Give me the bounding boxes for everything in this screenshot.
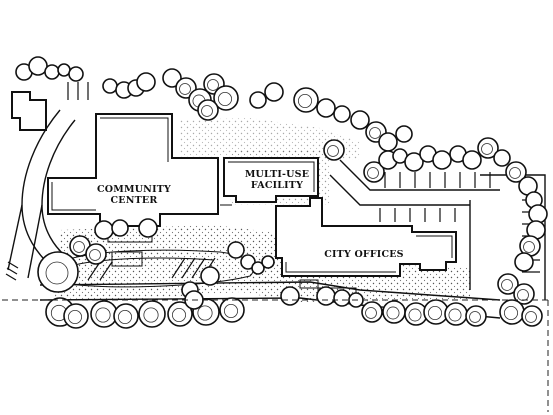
tree xyxy=(404,152,424,172)
tree-canopy-detail xyxy=(201,105,213,117)
tree xyxy=(63,303,89,329)
tree xyxy=(200,266,220,286)
community-center-building xyxy=(47,113,219,227)
tree-canopy-detail xyxy=(171,307,186,322)
tree xyxy=(167,301,193,327)
tree-canopy-detail xyxy=(448,308,462,322)
tree xyxy=(28,56,48,76)
community-center-label-line1: COMMUNITY xyxy=(97,184,171,195)
tree xyxy=(264,82,284,102)
tree xyxy=(462,150,482,170)
tree-canopy-detail xyxy=(73,241,85,253)
tree-canopy-detail xyxy=(408,308,422,322)
community-center-label-line2: CENTER xyxy=(111,195,158,206)
tree xyxy=(280,286,300,306)
tree xyxy=(261,255,275,269)
tree-canopy-detail xyxy=(143,307,159,323)
tree-canopy-detail xyxy=(217,92,232,107)
tree xyxy=(162,68,182,88)
tree xyxy=(251,261,265,275)
tree xyxy=(432,150,452,170)
tree-canopy-detail xyxy=(68,309,83,324)
city-offices-label: CITY OFFICES xyxy=(324,249,403,260)
tree-canopy-detail xyxy=(503,305,518,320)
tree-canopy-detail xyxy=(89,249,101,261)
tree xyxy=(138,300,166,328)
tree-canopy-detail xyxy=(179,83,191,95)
tree xyxy=(514,252,534,272)
tree xyxy=(333,289,351,307)
tree-canopy-detail xyxy=(207,79,219,91)
tree-canopy-detail xyxy=(369,127,381,139)
tree xyxy=(528,204,548,224)
tree xyxy=(219,297,245,323)
tree xyxy=(94,220,114,240)
tree xyxy=(350,110,370,130)
tree xyxy=(333,105,351,123)
tree xyxy=(213,85,239,111)
tree xyxy=(113,303,139,329)
tree xyxy=(361,301,383,323)
outbuilding xyxy=(11,91,47,131)
tree-canopy-detail xyxy=(509,167,521,179)
tree xyxy=(521,305,543,327)
tree xyxy=(85,243,107,265)
tree xyxy=(136,72,156,92)
tree xyxy=(57,63,71,77)
tree-canopy-detail xyxy=(297,94,312,109)
tree xyxy=(102,78,118,94)
tree xyxy=(499,299,525,325)
tree xyxy=(111,219,129,237)
tree xyxy=(465,305,487,327)
tree-canopy-detail xyxy=(95,307,111,323)
tree-canopy-detail xyxy=(525,311,537,323)
tree-canopy-detail xyxy=(501,279,513,291)
tree-canopy-detail xyxy=(386,306,400,320)
tree-canopy-detail xyxy=(118,309,133,324)
tree xyxy=(493,149,511,167)
trees xyxy=(15,56,548,329)
tree-canopy-detail xyxy=(365,307,377,319)
multi-use-facility-building xyxy=(220,157,319,206)
tree-canopy-detail xyxy=(197,305,213,321)
tree-canopy-detail xyxy=(367,167,379,179)
tree-canopy-detail xyxy=(469,311,481,323)
tree xyxy=(382,300,406,324)
tree xyxy=(323,139,345,161)
tree-canopy-detail xyxy=(427,305,442,320)
tree xyxy=(444,302,468,326)
tree-canopy-detail xyxy=(327,145,339,157)
tree xyxy=(395,125,413,143)
tree-canopy-detail xyxy=(223,303,238,318)
multi-use-facility-label-line2: FACILITY xyxy=(251,180,303,191)
tree-canopy-detail xyxy=(45,261,69,285)
city-offices-building xyxy=(275,197,457,277)
tree-canopy-detail xyxy=(523,241,535,253)
tree xyxy=(293,87,319,113)
tree xyxy=(249,91,267,109)
multi-use-facility-label-line1: MULTI-USE xyxy=(245,169,309,180)
tree xyxy=(378,132,398,152)
tree xyxy=(90,300,118,328)
tree xyxy=(44,64,60,80)
tree xyxy=(316,98,336,118)
tree-canopy-detail xyxy=(481,143,493,155)
tree xyxy=(316,286,336,306)
tree xyxy=(197,99,219,121)
tree xyxy=(138,218,158,238)
tree xyxy=(68,66,84,82)
tree xyxy=(37,251,79,293)
tree xyxy=(227,241,245,259)
